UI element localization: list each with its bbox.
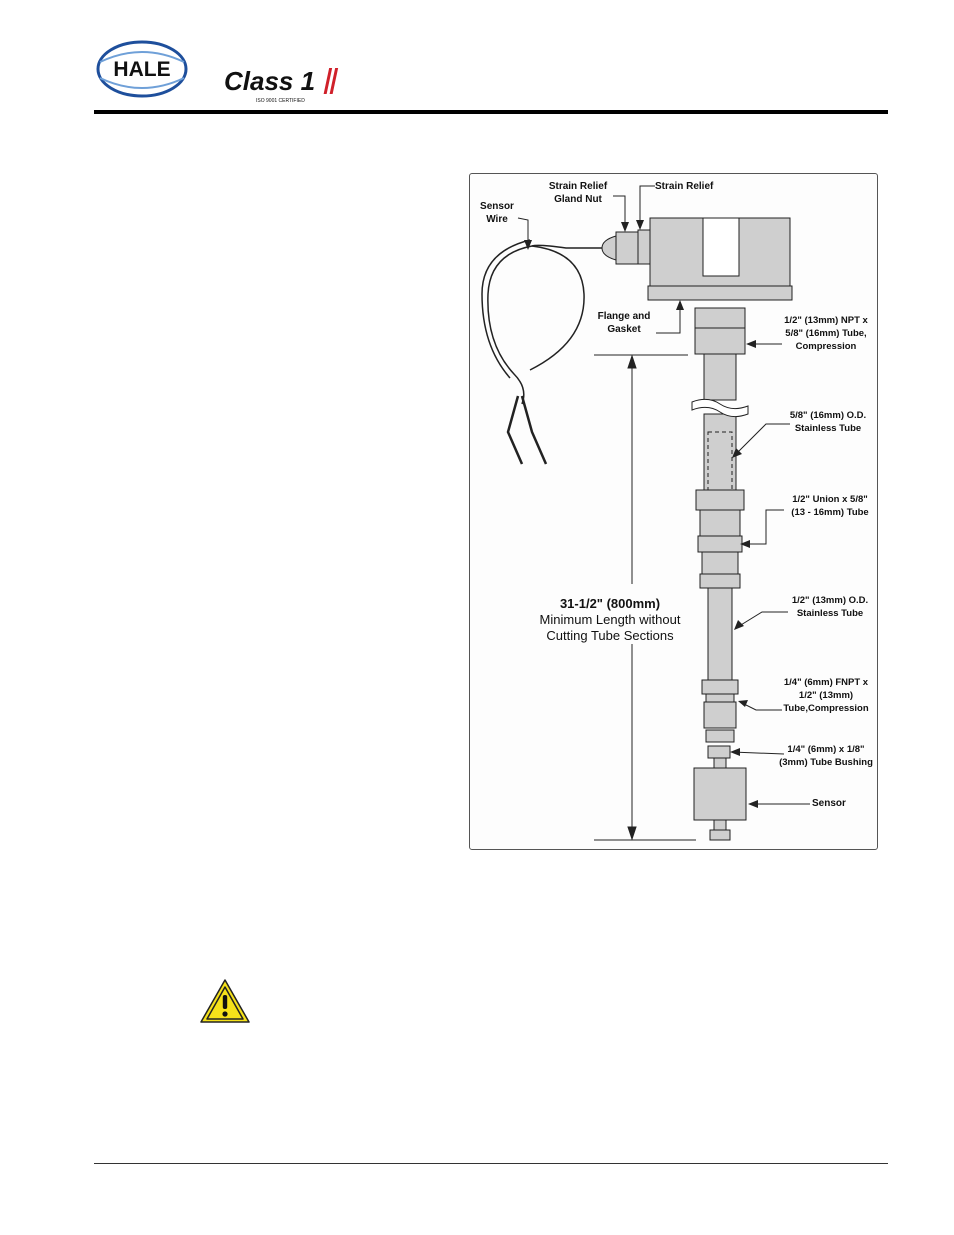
dimension-line2: Minimum Length without xyxy=(539,612,681,627)
bushing xyxy=(707,745,731,759)
dimension-line3: Cutting Tube Sections xyxy=(546,628,674,643)
sensor-body xyxy=(693,767,747,821)
label-sensor-wire: Sensor Wire xyxy=(480,201,514,225)
flange xyxy=(647,285,793,301)
label-gland-nut: Strain Relief Gland Nut xyxy=(548,181,608,205)
label-sensor: Sensor xyxy=(812,798,846,809)
footer-rule xyxy=(94,1163,888,1164)
npt-fitting-top xyxy=(694,307,746,329)
dimension-text: 31-1/2" (800mm) Minimum Length without C… xyxy=(520,596,700,644)
label-fnpt: 1/4" (6mm) FNPT x 1/2" (13mm) Tube,Compr… xyxy=(783,677,869,714)
tube-58-lower xyxy=(703,413,737,491)
hale-logo: HALE xyxy=(96,40,188,98)
label-flange: Flange and Gasket xyxy=(597,311,651,335)
header-rule xyxy=(94,110,888,114)
class1-tagline: ISO 9001 CERTIFIED xyxy=(256,98,305,104)
warning-triangle-icon xyxy=(200,979,250,1023)
npt-fitting-bottom xyxy=(694,327,746,355)
union-top xyxy=(695,489,745,511)
gland-nut xyxy=(615,231,639,265)
dimension-length: 31-1/2" (800mm) xyxy=(559,596,661,611)
class1-logo: Class 1 ISO 9001 CERTIFIED xyxy=(224,66,339,104)
class1-logo-text: Class 1 xyxy=(224,66,315,96)
sensor-assembly-diagram xyxy=(481,185,810,841)
label-od-12: 1/2" (13mm) O.D. Stainless Tube xyxy=(791,595,869,619)
label-npt-compression: 1/2" (13mm) NPT x 5/8" (16mm) Tube, Comp… xyxy=(784,315,868,352)
label-union: 1/2" Union x 5/8" (13 - 16mm) Tube xyxy=(791,494,869,518)
label-bushing: 1/4" (6mm) x 1/8" (3mm) Tube Bushing xyxy=(779,744,873,768)
strain-relief xyxy=(637,229,651,265)
fnpt-fitting xyxy=(701,679,739,695)
label-strain-relief: Strain Relief xyxy=(655,181,714,192)
tube-12 xyxy=(707,587,733,681)
label-od-58: 5/8" (16mm) O.D. Stainless Tube xyxy=(789,410,867,434)
tube-58-upper xyxy=(703,353,737,401)
union-nut xyxy=(697,535,743,553)
hale-logo-text: HALE xyxy=(113,58,170,81)
